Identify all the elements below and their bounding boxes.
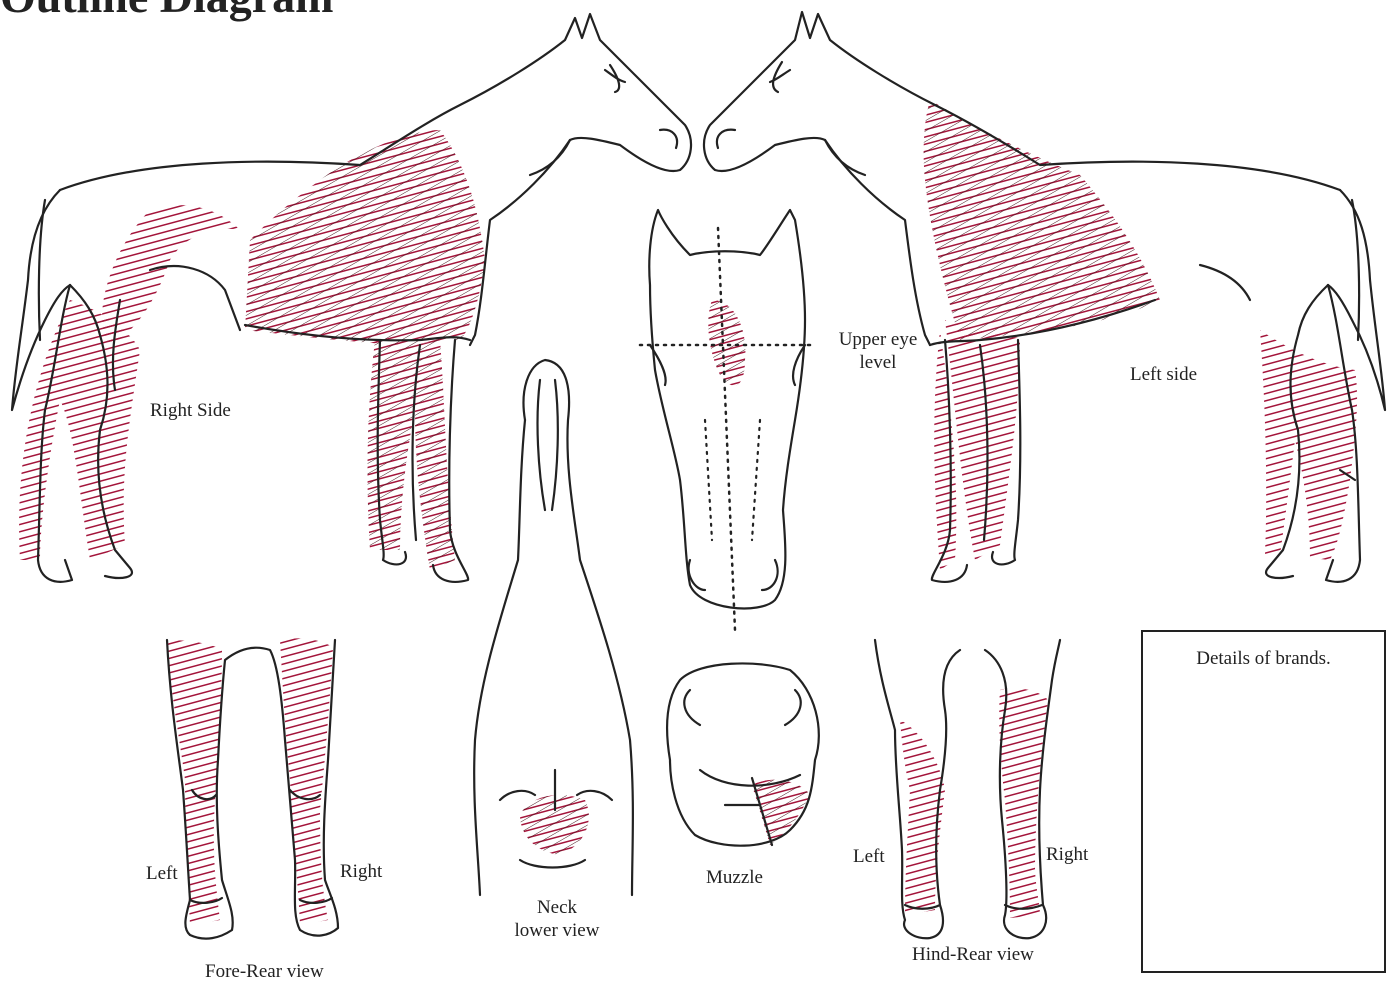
hind-left-label: Left bbox=[853, 845, 885, 868]
left-side-markings bbox=[924, 100, 1357, 570]
fore-rear-view-label: Fore-Rear view bbox=[205, 960, 324, 983]
right-side-label: Right Side bbox=[150, 399, 231, 422]
neck-label-line1: Neck bbox=[502, 896, 612, 919]
hind-right-label: Right bbox=[1046, 843, 1088, 866]
right-side-markings bbox=[19, 130, 485, 570]
upper-eye-label-line1: Upper eye bbox=[826, 328, 930, 351]
upper-eye-label: Upper eye level bbox=[826, 328, 930, 374]
fore-rear-legs bbox=[167, 638, 338, 938]
fore-right-label: Right bbox=[340, 860, 382, 883]
neck-lower-view bbox=[474, 360, 633, 895]
fore-left-label: Left bbox=[146, 862, 178, 885]
brand-details-label: Details of brands. bbox=[1143, 648, 1384, 670]
neck-label-line2: lower view bbox=[502, 919, 612, 942]
hind-rear-legs bbox=[875, 640, 1060, 938]
neck-label: Neck lower view bbox=[502, 896, 612, 942]
right-side-horse bbox=[12, 14, 691, 582]
hind-rear-view-label: Hind-Rear view bbox=[912, 943, 1034, 966]
head-front-view bbox=[640, 210, 810, 630]
brand-details-box[interactable]: Details of brands. bbox=[1141, 630, 1386, 973]
left-side-horse bbox=[704, 12, 1385, 582]
upper-eye-label-line2: level bbox=[826, 351, 930, 374]
left-side-label: Left side bbox=[1130, 363, 1197, 386]
muzzle-label: Muzzle bbox=[706, 866, 763, 889]
muzzle-view bbox=[667, 663, 819, 845]
